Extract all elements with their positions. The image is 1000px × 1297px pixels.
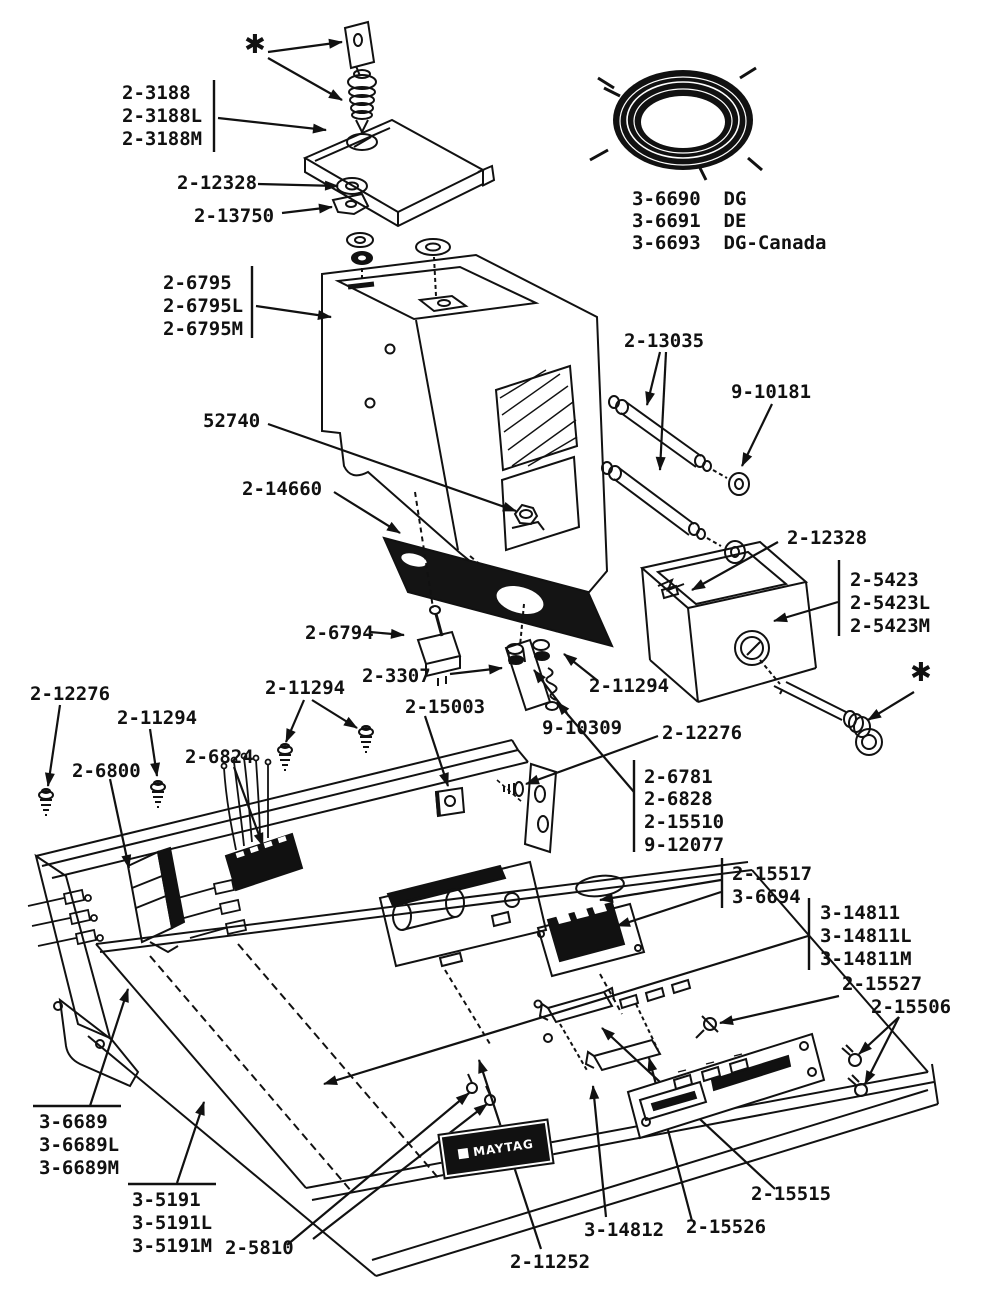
part-label: 2-6800 xyxy=(72,760,141,782)
label-brackets xyxy=(33,80,841,1186)
part-label: 2-5423 xyxy=(850,569,919,591)
part-label: 2-11294 xyxy=(589,675,670,697)
part-label: 3-14812 xyxy=(584,1219,665,1241)
footnote-star: ✱ xyxy=(910,658,932,688)
part-label: 2-12276 xyxy=(662,722,743,744)
tapping-screws xyxy=(38,725,524,816)
clips-cluster xyxy=(533,978,719,1073)
timer-assembly xyxy=(378,860,548,1045)
wire-connector xyxy=(220,752,304,892)
part-label: 2-5810 xyxy=(225,1237,294,1259)
part-label: 2-12276 xyxy=(30,683,111,705)
part-label: 2-3307 xyxy=(362,665,431,687)
part-label: 3-5191M xyxy=(132,1235,213,1257)
escutcheon-plate xyxy=(626,1032,826,1140)
part-label: 3-6690 DG xyxy=(632,188,747,210)
part-label: 2-3188 xyxy=(122,82,191,104)
part-label: 9-10309 xyxy=(542,717,623,739)
part-label: 3-14811 xyxy=(820,902,901,924)
nameplate-text: MAYTAG xyxy=(472,1136,535,1160)
part-label: 9-10181 xyxy=(731,381,812,403)
part-label: 2-11252 xyxy=(510,1251,591,1273)
part-label: 2-15515 xyxy=(751,1183,832,1205)
screw xyxy=(277,743,293,771)
terminal-block xyxy=(126,846,186,954)
part-label: 3-6689M xyxy=(39,1157,120,1179)
part-label: 2-12328 xyxy=(177,172,258,194)
part-label: 2-3188M xyxy=(122,128,203,150)
hex-nut xyxy=(513,503,539,526)
part-label: 2-13750 xyxy=(194,205,275,227)
small-screws xyxy=(466,1044,868,1106)
screw-horizontal xyxy=(496,779,524,803)
part-label: 3-5191 xyxy=(132,1189,201,1211)
screw xyxy=(150,780,166,808)
pushbutton-switch xyxy=(536,901,646,1015)
lid-washers xyxy=(331,177,451,297)
part-label: 52740 xyxy=(203,410,261,432)
part-label: 2-6795M xyxy=(163,318,244,340)
thumb-screw xyxy=(695,1015,719,1039)
part-label: 2-11294 xyxy=(265,677,346,699)
part-label: 3-6689 xyxy=(39,1111,108,1133)
part-label: 2-15526 xyxy=(686,1216,767,1238)
wire-terminals xyxy=(27,878,248,947)
hatched-opening xyxy=(499,369,578,467)
part-label: 3-6693 DG-Canada xyxy=(632,232,827,254)
part-label: 2-6824 xyxy=(185,746,254,768)
part-label: 3-14811L xyxy=(820,925,912,947)
part-label: 2-15517 xyxy=(732,863,813,885)
part-label: 3-6691 DE xyxy=(632,210,747,232)
part-label: 2-14660 xyxy=(242,478,323,500)
part-label: 2-6781 xyxy=(644,766,713,788)
slide-rods xyxy=(601,395,750,564)
part-label: 2-6795L xyxy=(163,295,244,317)
part-label: 2-6828 xyxy=(644,788,713,810)
mount-clip xyxy=(434,786,466,818)
shaft-grommet xyxy=(773,681,883,756)
screw xyxy=(358,725,374,753)
part-label: 2-15510 xyxy=(644,811,725,833)
part-label: 2-15506 xyxy=(871,996,952,1018)
base-panel xyxy=(87,1035,939,1277)
toggle-switch xyxy=(414,491,462,686)
front-panel xyxy=(95,861,935,1201)
part-label: 3-6694 xyxy=(732,886,801,908)
part-label: 9-12077 xyxy=(644,834,725,856)
part-label: 2-6795 xyxy=(163,272,232,294)
maytag-logo-square xyxy=(457,1147,469,1160)
rear-panel xyxy=(34,739,558,1088)
light-box xyxy=(639,540,817,703)
footnote-star: ✱ xyxy=(244,30,266,60)
part-label: 2-3188L xyxy=(122,105,203,127)
part-label: 2-13035 xyxy=(624,330,705,352)
part-label: 2-15527 xyxy=(842,973,923,995)
screw xyxy=(38,788,54,816)
lamp-bracket xyxy=(504,603,559,712)
part-label: 2-15003 xyxy=(405,696,486,718)
escutcheon-text-strip xyxy=(650,1090,698,1112)
wire-harness-coil xyxy=(589,66,763,181)
part-label: 2-5423L xyxy=(850,592,931,614)
part-label: 3-14811M xyxy=(820,948,912,970)
part-label: 2-6794 xyxy=(305,622,374,644)
part-label: 3-5191L xyxy=(132,1212,213,1234)
part-label: 3-6689L xyxy=(39,1134,120,1156)
part-label: 2-12328 xyxy=(787,527,868,549)
console-lid xyxy=(302,118,496,228)
part-label: 2-11294 xyxy=(117,707,198,729)
top-fastener xyxy=(343,20,377,135)
part-label: 2-5423M xyxy=(850,615,931,637)
sub-panel xyxy=(382,503,614,648)
